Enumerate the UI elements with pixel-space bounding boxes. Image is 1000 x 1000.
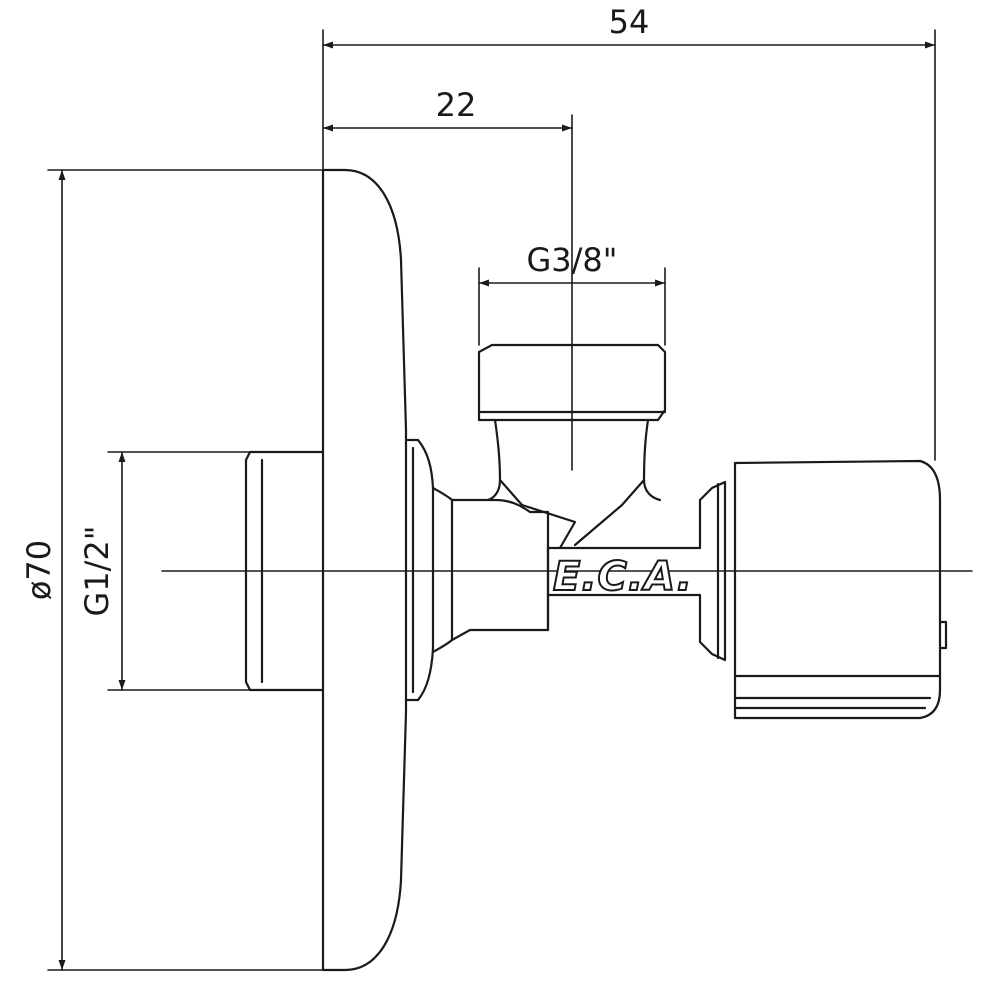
dimension-outlet-thread-label: G3/8" bbox=[526, 241, 617, 279]
valve-body bbox=[546, 480, 727, 662]
dimension-outlet-offset: 22 bbox=[322, 86, 573, 471]
wall-flange bbox=[321, 168, 408, 972]
dimension-overall-length: 54 bbox=[322, 3, 936, 461]
dimension-flange-diameter-label: ø70 bbox=[20, 540, 58, 600]
dimension-outlet-thread: G3/8" bbox=[478, 241, 666, 346]
control-knob bbox=[733, 459, 948, 720]
dimension-inlet-thread-label: G1/2" bbox=[78, 525, 116, 616]
inlet-thread-stub bbox=[244, 450, 325, 692]
dimension-outlet-offset-label: 22 bbox=[436, 86, 477, 124]
outlet-connector bbox=[477, 343, 667, 550]
dimension-flange-diameter: ø70 bbox=[20, 169, 341, 971]
dimension-inlet-thread: G1/2" bbox=[78, 451, 251, 691]
dimension-overall-length-label: 54 bbox=[609, 3, 650, 41]
brand-logo: E.C.A. bbox=[553, 554, 693, 600]
valve-body-collar bbox=[404, 438, 550, 702]
